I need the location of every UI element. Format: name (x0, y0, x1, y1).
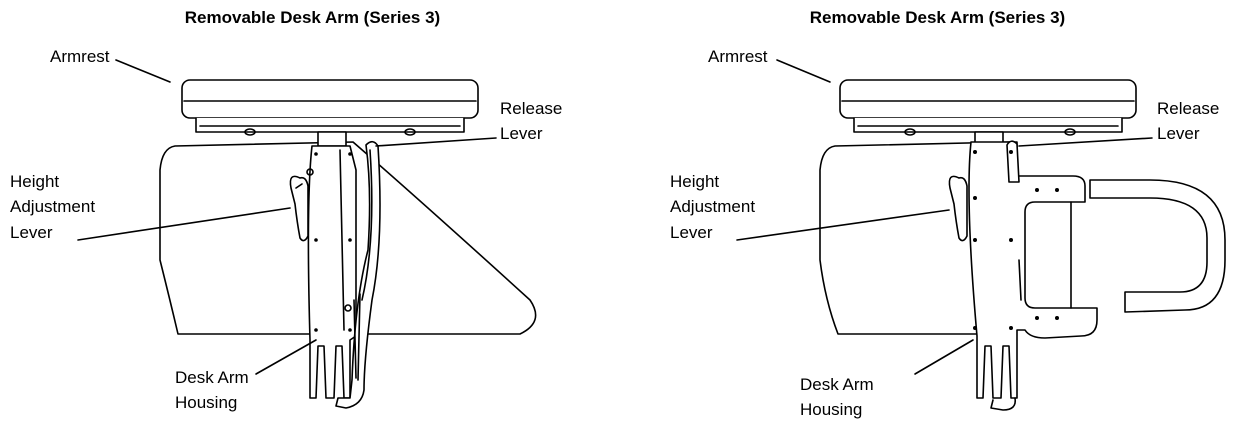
armrest-base (854, 118, 1122, 132)
leader-armrest (116, 60, 170, 82)
desk-arm-drawing (0, 0, 625, 429)
label-housing-line1: Desk Arm (800, 375, 874, 394)
label-housing-line1: Desk Arm (175, 368, 249, 387)
leader-release (1019, 138, 1152, 146)
leader-housing (256, 340, 316, 374)
leader-armrest (777, 60, 830, 82)
armrest-pad (840, 80, 1136, 118)
label-release-line2: Lever (500, 124, 543, 143)
label-height-line2: Adjustment (10, 197, 96, 216)
panel-title: Removable Desk Arm (Series 3) (184, 8, 441, 27)
label-release-line1: Release (500, 99, 563, 118)
leader-height (737, 210, 949, 240)
screws (314, 152, 352, 332)
leader-height (78, 208, 290, 240)
label-housing-line2: Housing (175, 393, 238, 412)
u-handle (1090, 180, 1225, 312)
label-release-line1: Release (1157, 99, 1220, 118)
label-height-line1: Height (670, 172, 720, 191)
height-adjust-lever (290, 176, 308, 240)
desk-arm-housing (969, 142, 1097, 398)
desk-arm-housing (308, 146, 356, 398)
leader-housing (915, 340, 973, 374)
armrest-pad (182, 80, 478, 118)
armrest-base (196, 118, 464, 132)
diagram-panel-left: Removable Desk Arm (Series 3) (0, 0, 625, 429)
diagram-panel-right: Removable Desk Arm (Series 3) (625, 0, 1250, 429)
leader-release (376, 138, 496, 146)
label-armrest: Armrest (50, 47, 110, 66)
label-height-line3: Lever (670, 223, 713, 242)
label-housing-line2: Housing (800, 400, 863, 419)
panel-title: Removable Desk Arm (Series 3) (809, 8, 1066, 27)
label-height-line3: Lever (10, 223, 53, 242)
label-height-line1: Height (10, 172, 60, 191)
height-adjust-lever (949, 176, 967, 240)
label-height-line2: Adjustment (670, 197, 756, 216)
label-armrest: Armrest (708, 47, 768, 66)
support-post (318, 132, 346, 146)
label-release-line2: Lever (1157, 124, 1200, 143)
screws (973, 150, 1059, 330)
desk-arm-drawing (625, 0, 1250, 429)
release-lever (1007, 141, 1019, 182)
